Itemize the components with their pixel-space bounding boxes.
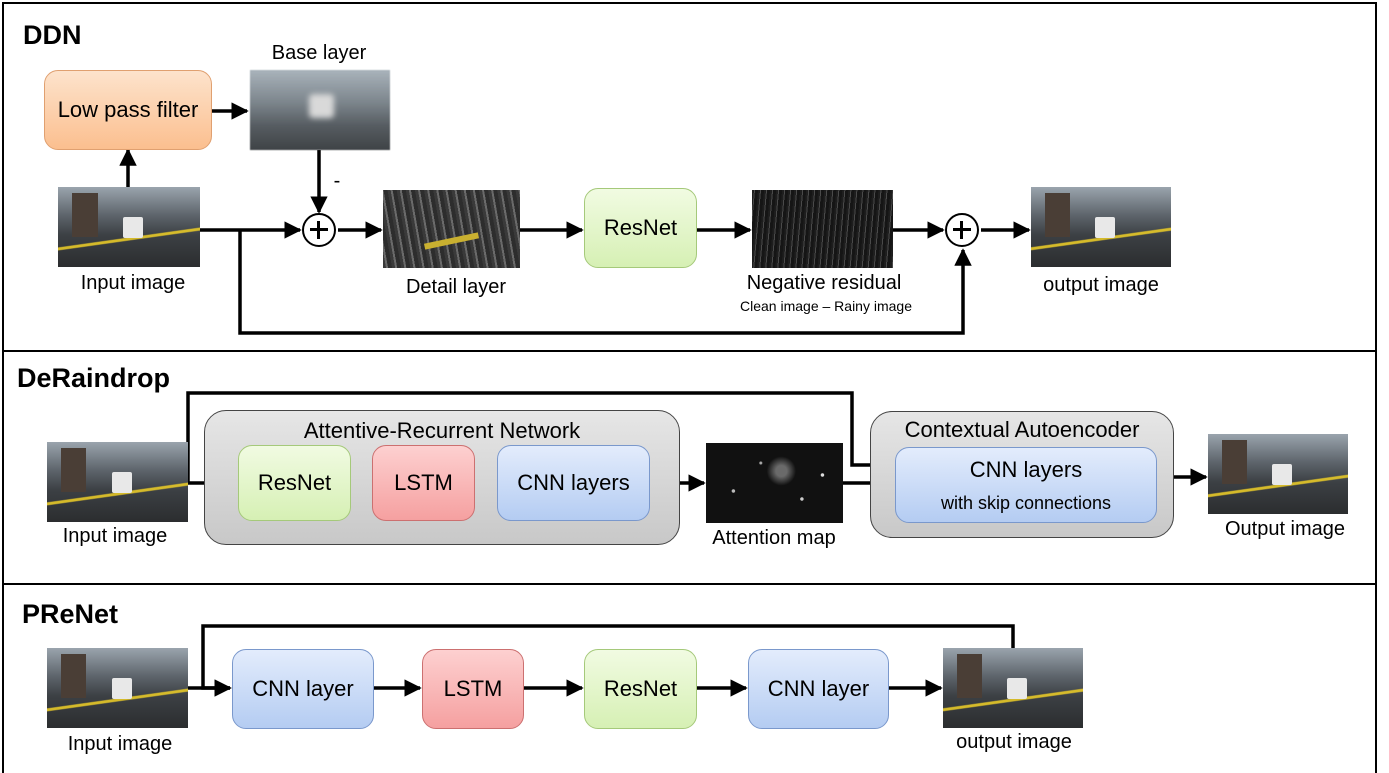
attention-map-image [706,443,843,523]
prenet-input-image [47,648,188,728]
detail-layer-image [383,190,520,268]
ddn-input-image [58,187,200,267]
deraindrop-lstm-box: LSTM [372,445,475,521]
residual-formula-label: Clean image – Rainy image [740,298,912,314]
deraindrop-input-image-label: Input image [62,525,168,547]
ddn-sum-2-icon [945,213,979,247]
contextual-skip-label: with skip connections [940,492,1112,513]
prenet-lstm-label: LSTM [443,676,503,702]
ddn-resnet-box: ResNet [584,188,697,268]
prenet-cnn-layer-1-box: CNN layer [232,649,374,729]
prenet-resnet-box: ResNet [584,649,697,729]
arrow-input-to-contextual [186,391,895,483]
ddn-sum-1-icon [302,213,336,247]
deraindrop-output-image-label: Output image [1224,518,1346,540]
prenet-lstm-box: LSTM [422,649,524,729]
ddn-input-image-label: Input image [80,272,186,294]
ddn-output-image [1031,187,1171,267]
low-pass-filter-label: Low pass filter [57,97,199,123]
prenet-output-image-label: output image [956,731,1072,753]
deraindrop-output-image [1208,434,1348,514]
prenet-input-image-label: Input image [67,733,173,755]
minus-sign: - [333,170,341,192]
negative-residual-image [752,190,893,268]
ddn-resnet-label: ResNet [603,215,678,241]
detail-layer-label: Detail layer [405,276,507,298]
low-pass-filter-box: Low pass filter [44,70,212,150]
deraindrop-resnet-label: ResNet [257,470,332,496]
prenet-cnn-layer-2-label: CNN layer [767,676,870,702]
arn-title: Attentive-Recurrent Network [303,418,581,443]
prenet-title: PReNet [22,599,119,629]
deraindrop-resnet-box: ResNet [238,445,351,521]
deraindrop-cnn-layers-box: CNN layers [497,445,650,521]
contextual-cnn-box: CNN layers with skip connections [895,447,1157,523]
ca-title: Contextual Autoencoder [904,417,1140,442]
deraindrop-title: DeRaindrop [17,363,171,393]
deraindrop-cnn-layers-label: CNN layers [517,470,630,496]
prenet-cnn-layer-1-label: CNN layer [252,676,354,702]
ddn-output-image-label: output image [1043,274,1159,296]
prenet-resnet-label: ResNet [603,676,678,702]
prenet-cnn-layer-2-box: CNN layer [748,649,889,729]
base-layer-image [250,70,390,150]
deraindrop-lstm-label: LSTM [394,470,453,496]
prenet-output-image [943,648,1083,728]
arrow-skip-to-sum [238,230,972,335]
ddn-title: DDN [23,20,82,50]
base-layer-label: Base layer [271,42,367,64]
deraindrop-input-image [47,442,188,522]
contextual-cnn-label: CNN layers [969,457,1083,482]
attention-map-label: Attention map [712,527,836,549]
prenet-panel [2,583,1377,773]
negative-residual-label: Negative residual [746,272,902,294]
